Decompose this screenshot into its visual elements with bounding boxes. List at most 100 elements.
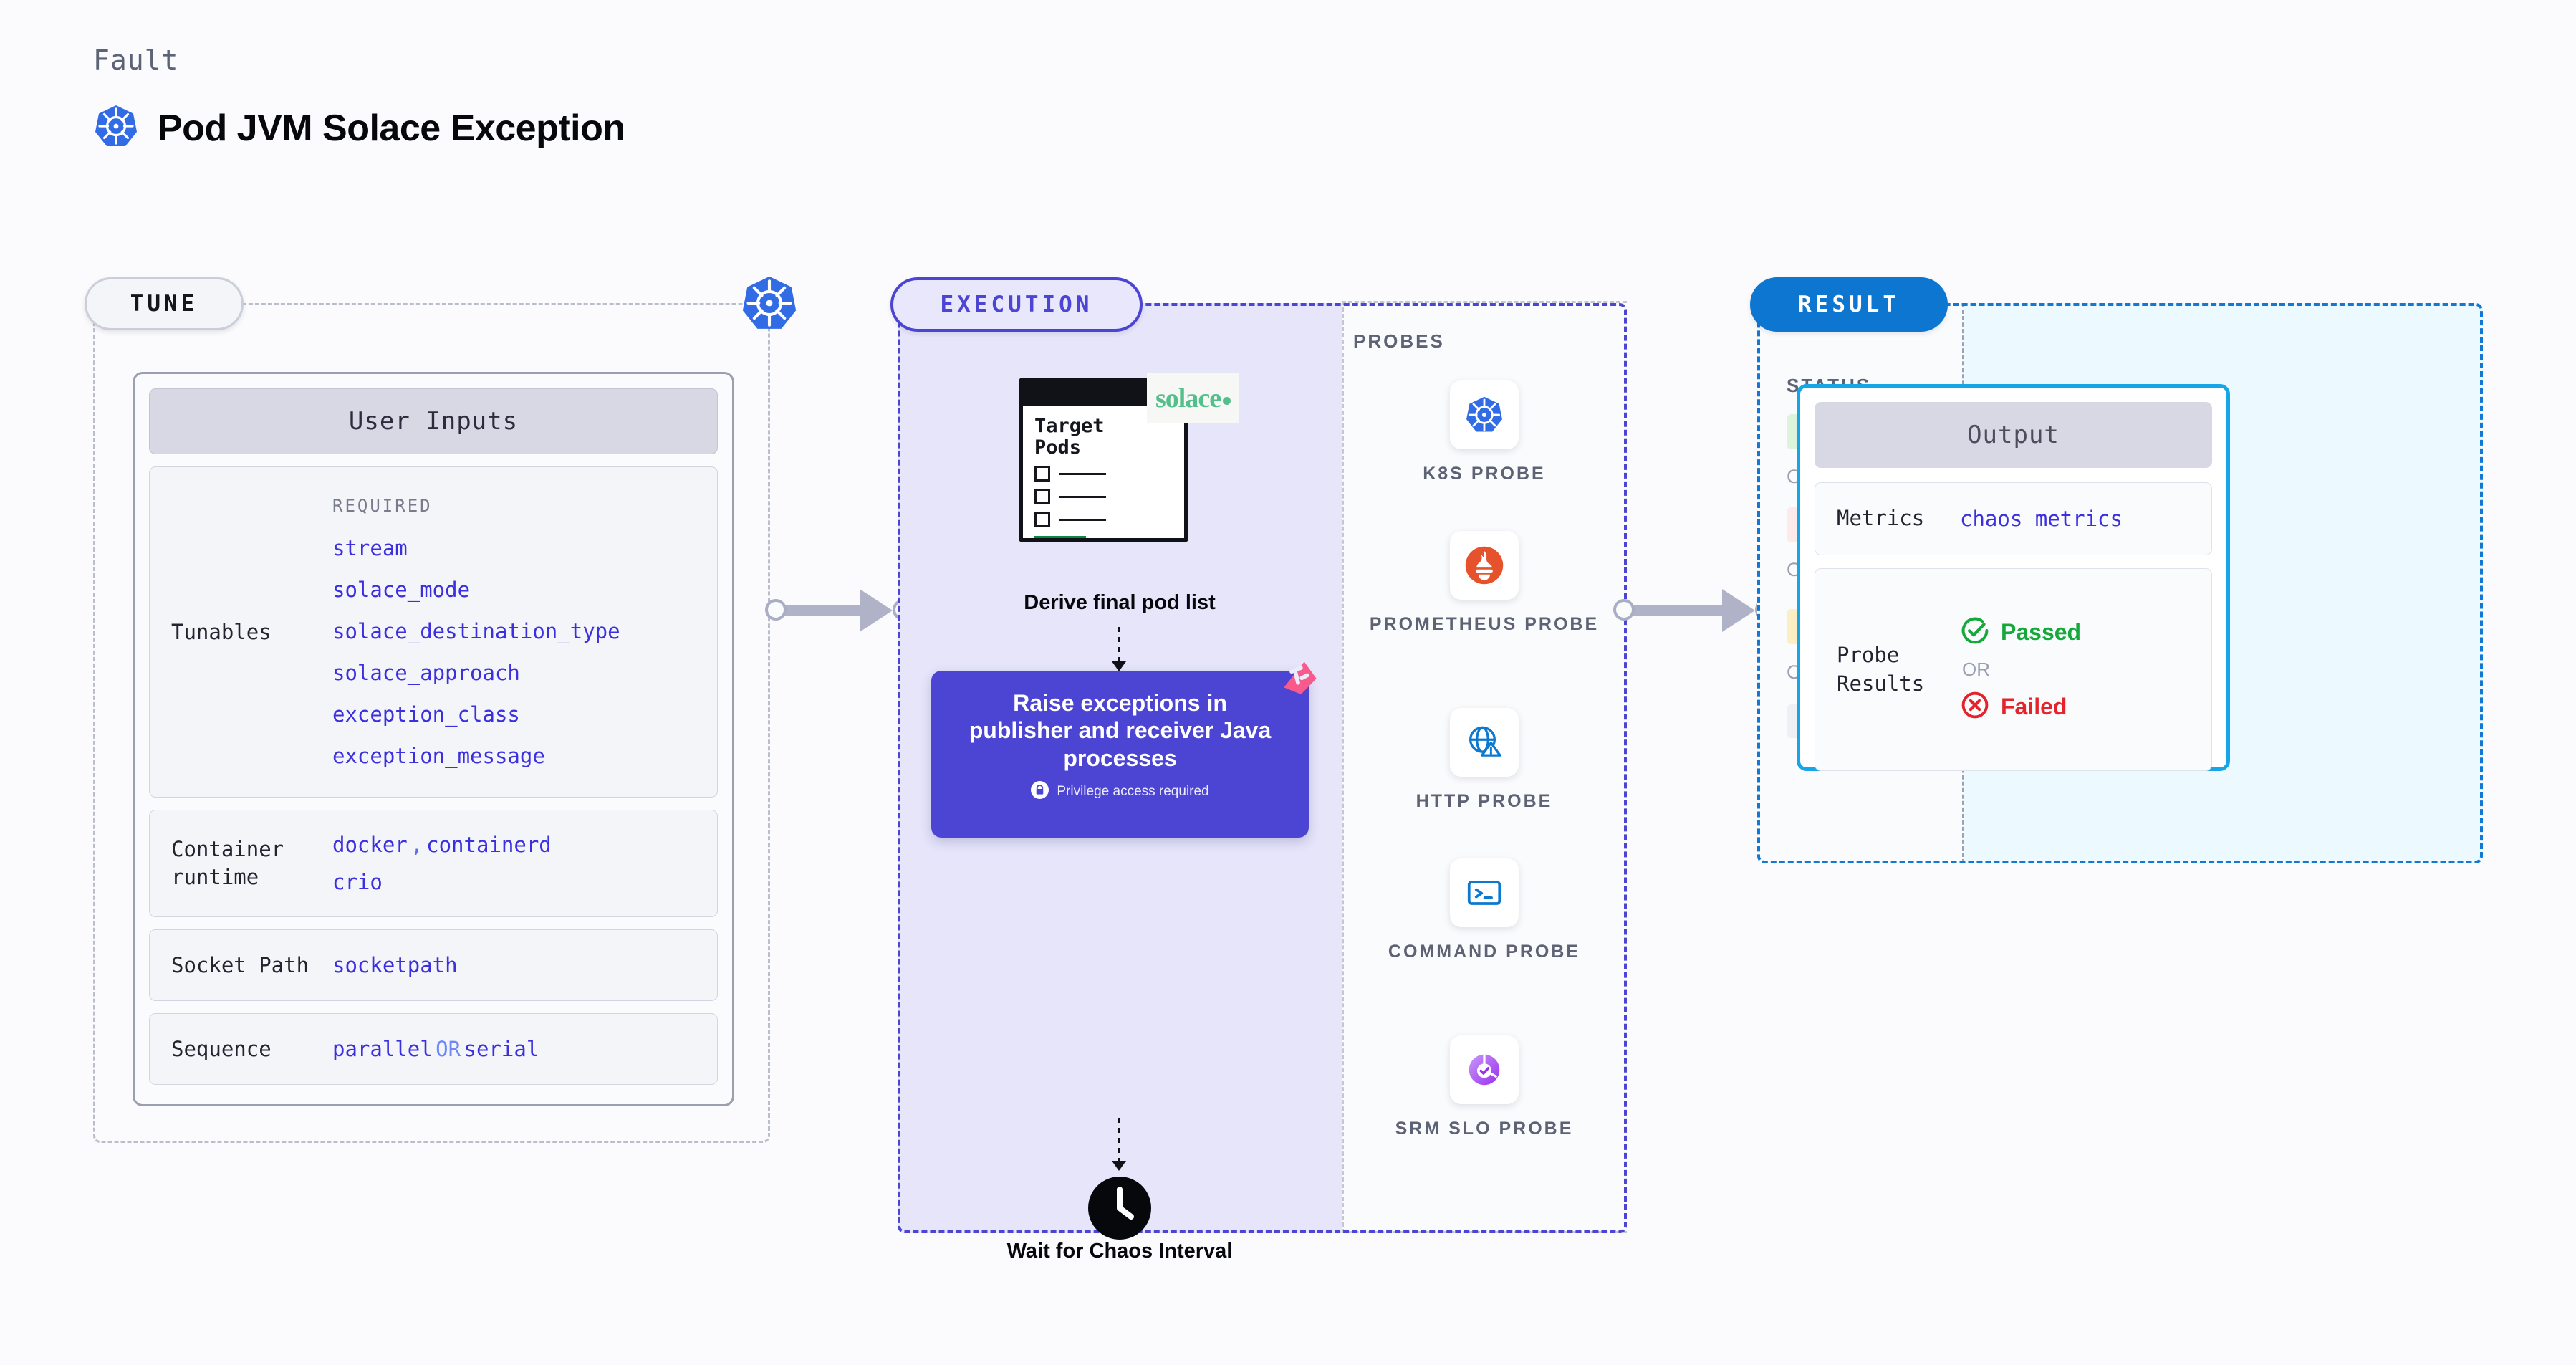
failed-label: Failed [2001, 694, 2067, 719]
probe-label: K8S PROBE [1423, 464, 1546, 484]
runtime-line-1: docker , containerd [332, 833, 696, 857]
kubernetes-icon [1450, 380, 1519, 449]
document-checkbox-row [1034, 466, 1174, 482]
result-panel-border [1757, 303, 2483, 863]
probe-item-srm-slo[interactable]: SRM SLO PROBE [1342, 1035, 1627, 1141]
table-row: Sequence parallel OR serial [149, 1013, 718, 1085]
required-caption: REQUIRED [332, 496, 433, 516]
probe-item-k8s[interactable]: K8S PROBE [1342, 380, 1627, 487]
srm-slo-donut-icon [1450, 1035, 1519, 1104]
document-checkbox-row [1034, 512, 1174, 528]
row-label-container-runtime: Container runtime [171, 837, 284, 889]
output-title: Output [1815, 402, 2212, 468]
table-row: Probe Results Passed OR [1815, 568, 2212, 771]
kubernetes-icon [740, 274, 799, 336]
tunables-value-list: REQUIRED stream solace_mode solace_desti… [332, 496, 696, 768]
document-title: Target Pods [1034, 415, 1105, 459]
execution-flow: Target Pods [898, 303, 1342, 1263]
title-row: Pod JVM Solace Exception [93, 103, 625, 153]
probe-results-label: Probe Results [1837, 643, 1925, 696]
runtime-docker[interactable]: docker [332, 833, 408, 857]
result-panel: RESULT STATUS COMPLETED OR ERRORED OR QU… [1750, 277, 2483, 863]
runtime-separator: , [410, 833, 423, 857]
checkbox-icon [1034, 466, 1050, 482]
arrow-head [1112, 661, 1126, 671]
kubernetes-icon [93, 103, 139, 153]
clock-icon [1085, 1174, 1154, 1246]
row-label-tunables: Tunables [171, 619, 271, 644]
connector-execution-to-result [1613, 589, 1779, 632]
tunable-exception-class[interactable]: exception_class [332, 702, 520, 727]
checkbox-icon [1034, 512, 1050, 528]
table-row: Metrics chaos metrics [1815, 482, 2212, 555]
tunable-solace-approach[interactable]: solace_approach [332, 661, 520, 685]
metrics-value[interactable]: chaos metrics [1960, 507, 2123, 531]
runtime-containerd[interactable]: containerd [426, 833, 552, 857]
placeholder-rule [1059, 518, 1106, 521]
check-circle-icon [1960, 616, 1990, 649]
table-row: Container runtime docker , containerd cr… [149, 810, 718, 917]
solace-dot-icon [1223, 396, 1231, 405]
passed-label: Passed [2001, 619, 2082, 645]
connector-shaft [1623, 605, 1738, 616]
probes-caption: PROBES [1353, 330, 1445, 352]
action-card-text: Raise exceptions in publisher and receiv… [969, 690, 1272, 771]
runtime-crio[interactable]: crio [332, 870, 383, 894]
probe-result-passed: Passed [1960, 616, 2081, 649]
probe-label: SRM SLO PROBE [1395, 1119, 1574, 1139]
step-caption-derive: Derive final pod list [1024, 591, 1216, 614]
connector-tune-to-execution [765, 589, 915, 632]
page-title: Pod JVM Solace Exception [158, 107, 625, 149]
probe-result-or: OR [1962, 658, 1990, 680]
tune-panel-border [93, 303, 770, 1143]
tunable-exception-message[interactable]: exception_message [332, 744, 545, 768]
row-label-socket-path: Socket Path [171, 952, 309, 977]
probes-column: PROBES K8S PROBE [1342, 303, 1627, 1233]
sequence-serial[interactable]: serial [463, 1037, 539, 1061]
probe-item-http[interactable]: HTTP PROBE [1342, 708, 1627, 814]
page-header: Fault Pod JVM Solace Exception [93, 44, 625, 153]
terminal-icon [1450, 858, 1519, 927]
flow-arrow-down [1112, 1118, 1126, 1171]
solace-wordmark: solace [1155, 383, 1221, 413]
document-checkbox-row [1034, 489, 1174, 505]
connector-arrowhead [1722, 589, 1755, 632]
probe-item-command[interactable]: COMMAND PROBE [1342, 858, 1627, 964]
tune-tag: TUNE [85, 277, 244, 330]
placeholder-rule [1059, 495, 1106, 498]
privilege-note-row: Privilege access required [960, 781, 1280, 803]
flow-arrow-down [1112, 627, 1126, 671]
socket-path-value[interactable]: socketpath [332, 953, 458, 977]
probe-label: PROMETHEUS PROBE [1369, 614, 1600, 634]
sequence-separator: OR [436, 1037, 461, 1061]
solace-logo: solace [1147, 373, 1240, 423]
litmus-chaos-icon [1276, 655, 1320, 703]
probe-results-values: Passed OR Failed [1960, 616, 2081, 724]
arrow-head [1112, 1161, 1126, 1171]
probe-item-prometheus[interactable]: PROMETHEUS PROBE [1342, 531, 1627, 637]
table-row: Socket Path socketpath [149, 929, 718, 1001]
sequence-values: parallel OR serial [332, 1037, 696, 1061]
socket-path-values: socketpath [332, 953, 696, 977]
lock-icon [1031, 781, 1049, 803]
tunable-solace-destination-type[interactable]: solace_destination_type [332, 619, 620, 643]
user-inputs-card: User Inputs Tunables REQUIRED stream sol… [133, 372, 734, 1106]
row-label-sequence: Sequence [171, 1036, 271, 1061]
execution-tag: EXECUTION [890, 277, 1143, 332]
tunable-stream[interactable]: stream [332, 536, 408, 560]
sequence-parallel[interactable]: parallel [332, 1037, 433, 1061]
target-pods-node: Target Pods [1012, 373, 1240, 542]
container-runtime-values: docker , containerd crio [332, 833, 696, 894]
document-body: Target Pods [1023, 406, 1184, 538]
fault-kind-label: Fault [93, 44, 179, 76]
document-highlight-bar [1034, 536, 1086, 538]
probe-result-failed: Failed [1960, 690, 2081, 724]
prometheus-icon [1450, 531, 1519, 600]
connector-arrowhead [860, 589, 893, 632]
arrow-shaft [1118, 1118, 1120, 1169]
action-card-raise-exceptions[interactable]: Raise exceptions in publisher and receiv… [931, 661, 1317, 838]
probe-label: COMMAND PROBE [1388, 942, 1581, 962]
tunable-solace-mode[interactable]: solace_mode [332, 578, 471, 602]
connector-start-node [765, 599, 787, 621]
checkbox-icon [1034, 489, 1050, 505]
